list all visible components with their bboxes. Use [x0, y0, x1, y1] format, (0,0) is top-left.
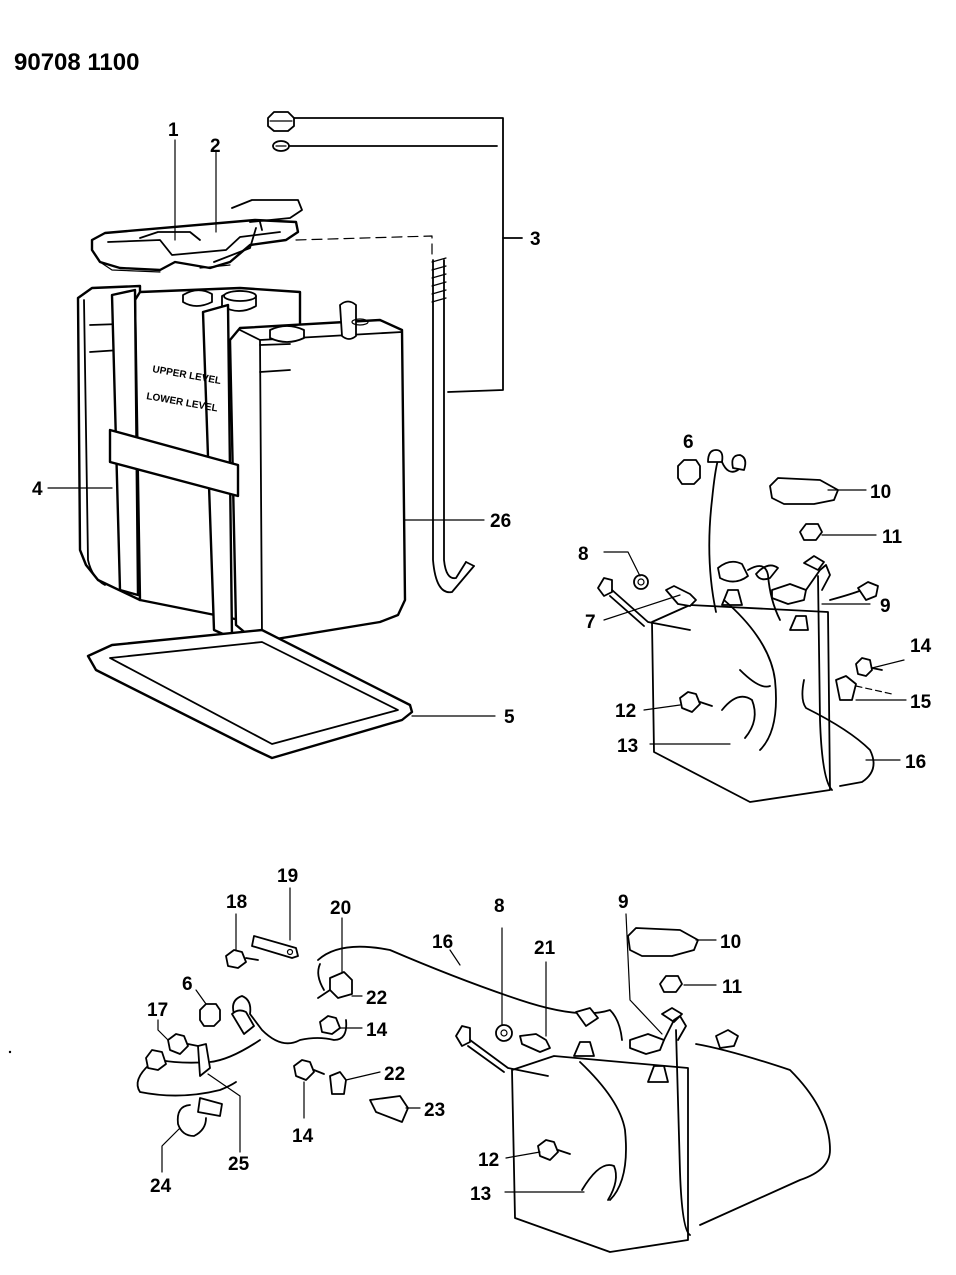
label-r15: 15 [910, 692, 932, 713]
label-b24: 24 [150, 1176, 172, 1197]
label-b19: 19 [277, 866, 298, 887]
label-r7: 7 [585, 612, 596, 633]
label-b20: 20 [330, 898, 351, 919]
label-r8: 8 [578, 544, 589, 565]
battery-tray [86, 628, 414, 760]
j-bolt [431, 257, 475, 594]
label-b9: 9 [618, 892, 629, 913]
label-r11: 11 [882, 527, 903, 548]
wiring-view-upper: 6 8 7 10 11 9 14 15 12 13 16 [578, 432, 932, 803]
label-b22b: 22 [384, 1064, 405, 1085]
label-b8: 8 [494, 896, 505, 917]
label-b14a: 14 [366, 1020, 388, 1041]
label-1: 1 [168, 120, 179, 141]
label-r12: 12 [615, 701, 636, 722]
label-b21: 21 [534, 938, 556, 959]
label-r13: 13 [617, 736, 638, 757]
battery: UPPER LEVEL LOWER LEVEL [76, 284, 407, 642]
label-b23: 23 [424, 1100, 445, 1121]
label-r6: 6 [683, 432, 694, 453]
label-b25: 25 [228, 1154, 250, 1175]
label-3: 3 [530, 229, 541, 250]
label-b22a: 22 [366, 988, 387, 1009]
label-b11: 11 [722, 977, 743, 998]
label-4: 4 [32, 479, 43, 500]
label-b18: 18 [226, 892, 247, 913]
label-26: 26 [490, 511, 511, 532]
battery-hold-down-clamp [90, 199, 303, 273]
label-r14: 14 [910, 636, 932, 657]
battery-assembly: UPPER LEVEL LOWER LEVEL 1 2 3 4 5 26 [32, 111, 541, 760]
label-r16: 16 [905, 752, 926, 773]
label-5: 5 [504, 707, 515, 728]
label-2: 2 [210, 136, 221, 157]
label-r10: 10 [870, 482, 891, 503]
diagram-id: 90708 1100 [14, 49, 139, 76]
label-b13: 13 [470, 1184, 491, 1205]
label-b17: 17 [147, 1000, 168, 1021]
label-b16: 16 [432, 932, 453, 953]
label-b14b: 14 [292, 1126, 314, 1147]
label-b12: 12 [478, 1150, 499, 1171]
label-b6: 6 [182, 974, 193, 995]
wiring-view-lower: 19 18 20 16 8 9 21 10 11 6 22 17 14 22 2… [136, 866, 831, 1253]
nut-washer [267, 111, 295, 152]
stray-dot [8, 1050, 12, 1054]
label-r9: 9 [880, 596, 891, 617]
label-b10: 10 [720, 932, 741, 953]
